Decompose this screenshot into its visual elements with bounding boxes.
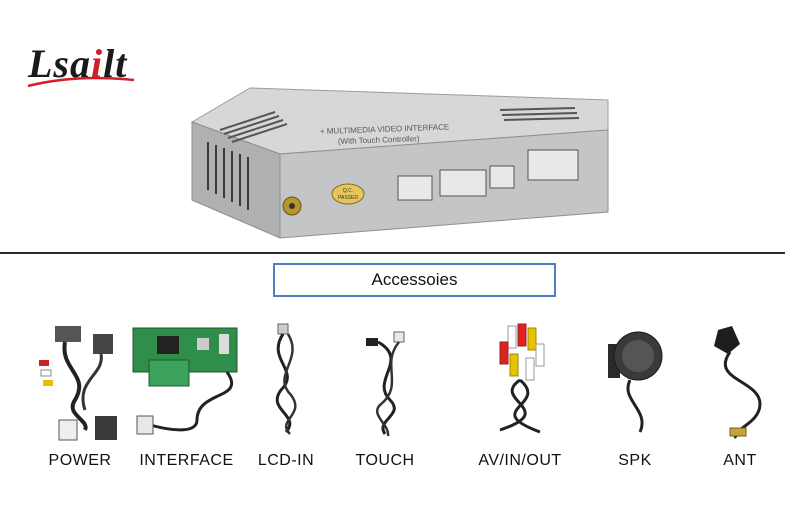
qc-sticker-line-1: Q.C. bbox=[343, 188, 353, 194]
accessory-label: SPK bbox=[618, 452, 652, 469]
accessory-av-in-out: AV/IN/OUT bbox=[460, 320, 580, 470]
accessory-label: INTERFACE bbox=[139, 452, 234, 469]
power-harness-icon bbox=[39, 326, 117, 441]
interface-box-image: + MULTIMEDIA VIDEO INTERFACE (With Touch… bbox=[190, 87, 609, 239]
accessory-label: AV/IN/OUT bbox=[478, 452, 562, 469]
accessory-ant: ANT bbox=[680, 320, 785, 470]
logo-swoosh-icon bbox=[27, 76, 135, 88]
section-divider bbox=[0, 252, 785, 254]
accessory-label: LCD-IN bbox=[257, 452, 315, 469]
accessory-lcd-in: LCD-IN bbox=[226, 320, 346, 470]
accessory-label: POWER bbox=[48, 452, 112, 469]
interface-board-icon bbox=[132, 327, 237, 435]
accessories-heading-text: Accessoies bbox=[371, 270, 458, 289]
brand-logo: Lsailt bbox=[28, 40, 127, 87]
accessory-power: POWER bbox=[20, 320, 140, 470]
accessory-touch: TOUCH bbox=[325, 320, 445, 470]
accessory-interface: INTERFACE bbox=[124, 320, 249, 470]
logo-text-accent: i bbox=[91, 41, 104, 86]
device-label-2: (With Touch Controller) bbox=[338, 134, 420, 146]
accessory-spk: SPK bbox=[575, 320, 695, 470]
av-cable-icon bbox=[499, 323, 545, 434]
speaker-icon bbox=[608, 331, 663, 433]
accessory-label: TOUCH bbox=[355, 452, 415, 469]
qc-sticker-line-2: PASSED bbox=[338, 195, 358, 201]
gps-antenna-icon bbox=[714, 326, 762, 439]
accessories-heading: Accessoies bbox=[273, 263, 556, 297]
accessory-label: ANT bbox=[723, 452, 757, 469]
logo-text-end: lt bbox=[103, 41, 128, 86]
lcd-in-cable-icon bbox=[275, 323, 297, 435]
touch-cable-icon bbox=[366, 331, 405, 437]
